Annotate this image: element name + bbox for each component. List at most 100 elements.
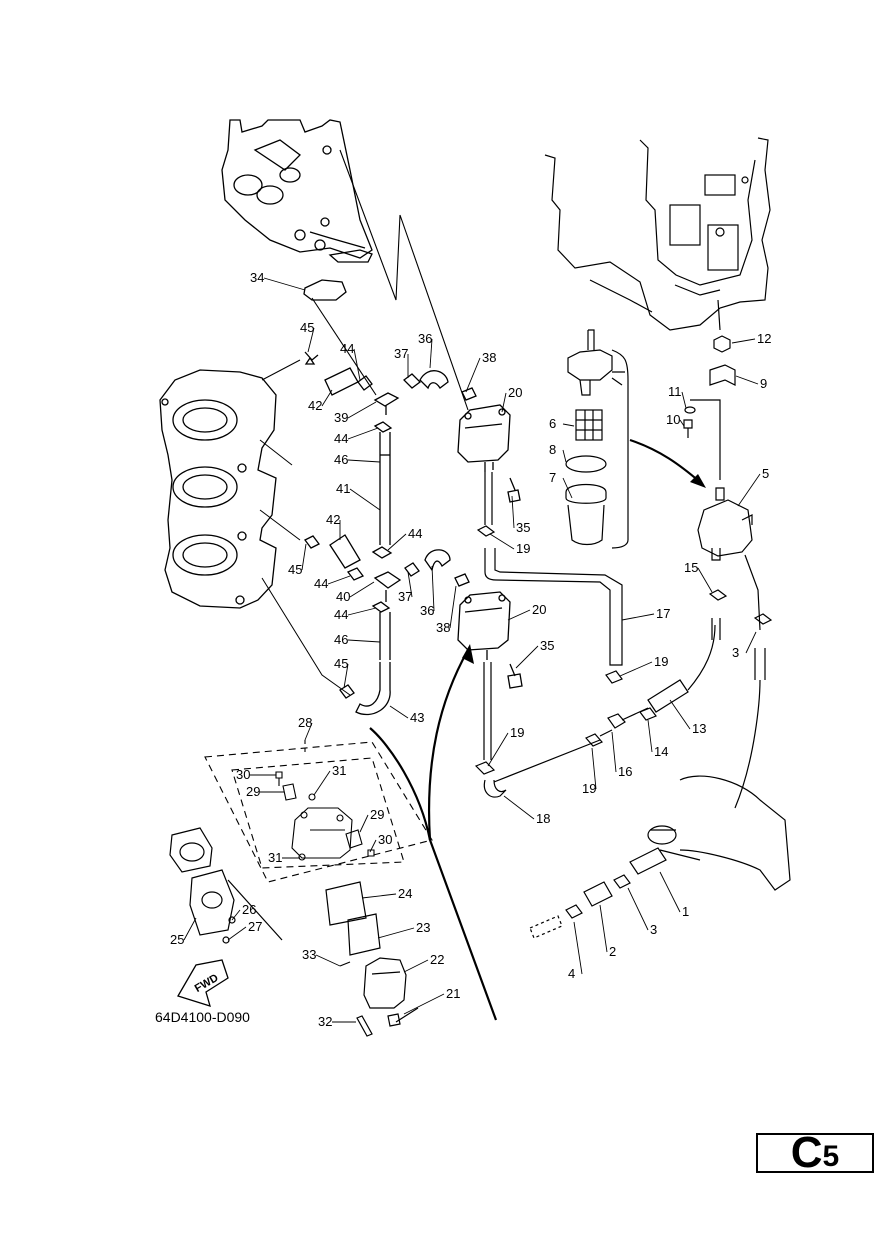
leader-c18	[503, 795, 535, 820]
callout-labels: 1233456789101112131415161718191919192020…	[170, 270, 771, 1029]
fuel-pump-upper	[457, 404, 521, 503]
leader-c4	[573, 921, 583, 975]
callout-c44c: 44	[408, 526, 422, 541]
callout-c24: 24	[398, 886, 412, 901]
lower-connector	[529, 775, 791, 939]
callout-c22: 22	[430, 952, 444, 967]
callout-c31a: 31	[332, 763, 346, 778]
fuel-filter-assembled	[683, 299, 773, 809]
leader-c28	[304, 722, 313, 741]
callout-c28: 28	[298, 715, 312, 730]
leader-c29b	[359, 814, 369, 833]
leader-c45b	[301, 543, 307, 571]
leader-c44c	[387, 533, 407, 551]
callout-c33: 33	[302, 947, 316, 962]
callout-c44d: 44	[314, 576, 328, 591]
leader-c45a	[307, 327, 315, 353]
callout-c36b: 36	[420, 603, 434, 618]
callout-c35a: 35	[516, 520, 530, 535]
callout-c19d: 19	[582, 781, 596, 796]
section-badge: C 5	[756, 1128, 874, 1177]
callout-c19b: 19	[654, 654, 668, 669]
leader-c27	[227, 926, 247, 941]
leader-c15	[697, 567, 713, 593]
pump-kit-28	[204, 740, 433, 883]
callout-c9: 9	[760, 376, 767, 391]
callout-c38b: 38	[436, 620, 450, 635]
leader-lines-left	[259, 359, 351, 696]
callout-c41: 41	[336, 481, 350, 496]
leader-c36a	[429, 338, 433, 369]
callout-c44b: 44	[334, 431, 348, 446]
leader-c41	[349, 488, 381, 511]
callout-c35b: 35	[540, 638, 554, 653]
leader-c2	[599, 904, 608, 953]
leader-c9	[735, 375, 759, 385]
callout-leaders	[183, 277, 761, 1023]
callout-c2: 2	[609, 944, 616, 959]
leader-c43	[389, 705, 409, 719]
forward-arrow-icon: FWD	[177, 959, 229, 1007]
leader-c46a	[347, 459, 381, 463]
callout-c16: 16	[618, 764, 632, 779]
callout-c42a: 42	[308, 398, 322, 413]
leader-c17	[621, 613, 655, 621]
leader-c1	[659, 871, 681, 913]
flow-arrows	[369, 438, 701, 1021]
callout-c5: 5	[762, 466, 769, 481]
callout-c8: 8	[549, 442, 556, 457]
leader-c46b	[347, 639, 381, 643]
callout-c38a: 38	[482, 350, 496, 365]
callout-c3a: 3	[650, 922, 657, 937]
leader-c45c	[343, 663, 349, 689]
callout-c31b: 31	[268, 850, 282, 865]
cylinder-block-top-left	[221, 119, 373, 301]
callout-c27: 27	[248, 919, 262, 934]
callout-c46b: 46	[334, 632, 348, 647]
leader-c31a	[313, 770, 331, 796]
leader-c10	[679, 419, 685, 427]
callout-c21: 21	[446, 986, 460, 1001]
leader-c35a	[511, 495, 515, 529]
leader-c8	[562, 449, 567, 463]
section-letter: C	[790, 1128, 823, 1177]
leader-c19d	[591, 747, 597, 790]
leader-c11	[681, 391, 687, 409]
callout-c44e: 44	[334, 607, 348, 622]
fuel-pump-lower	[457, 591, 523, 689]
leader-c35b	[515, 645, 539, 669]
leader-c24	[361, 893, 397, 899]
callout-c3b: 3	[732, 645, 739, 660]
leader-c38b	[449, 585, 457, 629]
arrow-heads	[462, 474, 706, 664]
callout-c30b: 30	[378, 832, 392, 847]
leader-c6	[562, 423, 575, 427]
leader-c20a	[501, 392, 507, 413]
leader-c39	[347, 401, 377, 419]
callout-c15: 15	[684, 560, 698, 575]
cylinder-block-left	[159, 369, 277, 609]
leader-c44d	[327, 575, 351, 585]
leader-c37b	[407, 571, 413, 598]
callout-c10: 10	[666, 412, 680, 427]
leader-c44a	[353, 348, 361, 381]
callout-c29a: 29	[246, 784, 260, 799]
callout-c30a: 30	[236, 767, 250, 782]
engine-block-right	[544, 137, 771, 331]
callout-c23: 23	[416, 920, 430, 935]
leader-c25	[183, 917, 197, 941]
callout-c11: 11	[668, 384, 682, 399]
leader-c3b	[745, 631, 757, 654]
leader-c23	[377, 927, 415, 939]
leader-c7	[562, 477, 573, 499]
center-hoses	[474, 472, 721, 798]
leader-c19a	[489, 533, 515, 550]
leader-c19c	[487, 732, 509, 767]
callout-c45c: 45	[334, 656, 348, 671]
callout-c43: 43	[410, 710, 424, 725]
leader-c13	[669, 699, 691, 730]
leader-c42a	[321, 389, 333, 407]
callout-c42b: 42	[326, 512, 340, 527]
leader-c16	[611, 731, 617, 773]
